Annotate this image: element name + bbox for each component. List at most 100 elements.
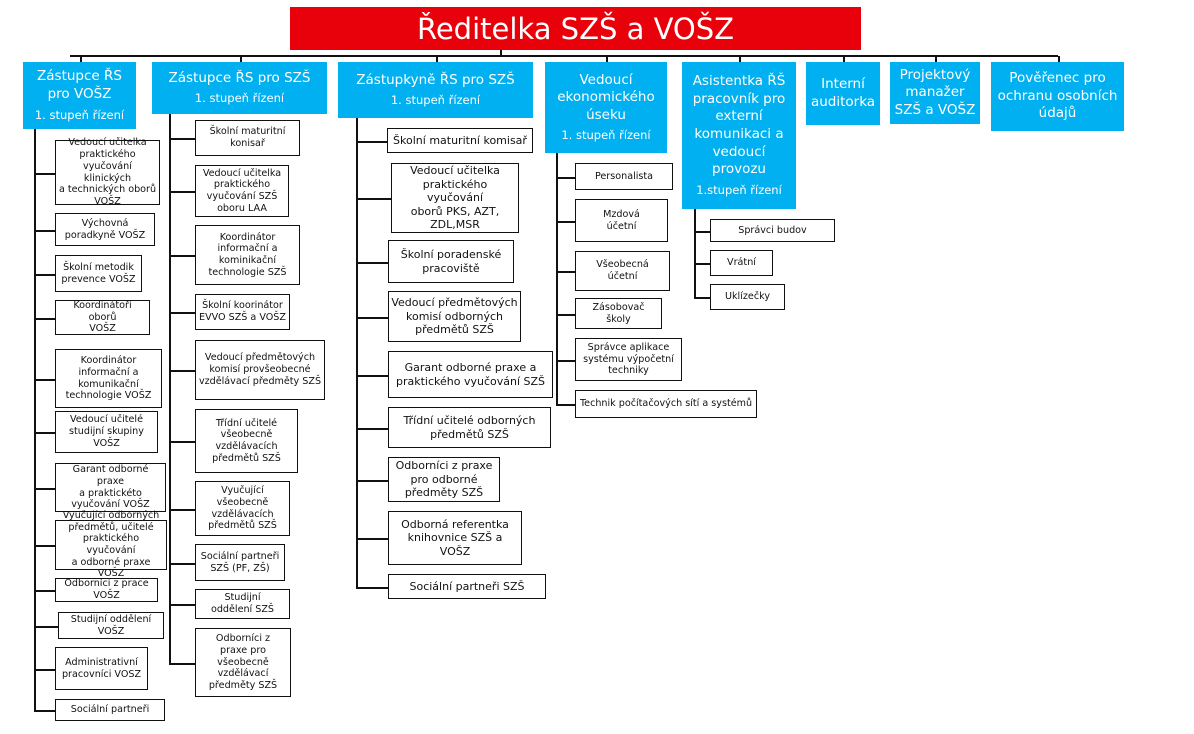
head-title: Asistentka ŘŠ pracovník pro externí komu… [692, 73, 786, 178]
connector-line [556, 404, 575, 406]
position-box: Zásobovač školy [575, 298, 662, 329]
position-box: Školní metodik prevence VOŠZ [55, 255, 142, 292]
connector-line [556, 271, 575, 273]
connector-line [356, 118, 358, 588]
connector-line [34, 432, 55, 434]
position-box: Vyučující odborných předmětů, učitelé pr… [55, 510, 167, 579]
connector-line [843, 56, 845, 62]
connector-line [356, 317, 388, 319]
director-box: Ředitelka SZŠ a VOŠZ [290, 7, 861, 50]
position-box: Personalista [575, 163, 673, 190]
connector-line [169, 114, 171, 664]
position-box: Správci budov [710, 219, 835, 242]
head-title: Vedoucí ekonomického úseku [557, 71, 655, 123]
position-box: Vedoucí učitelka praktického vyučování k… [55, 137, 160, 207]
connector-line [34, 710, 55, 712]
head-box-5: Interní auditorka [806, 62, 880, 125]
head-box-7: Pověřenec pro ochranu osobních údajů [991, 62, 1124, 131]
position-box: Technik počítačových sítí a systémů [575, 390, 757, 418]
connector-line [556, 153, 558, 405]
connector-line [169, 563, 195, 565]
position-box: Studijní oddělení VOŠZ [58, 612, 164, 639]
position-box: Všeobecná účetní [575, 251, 670, 291]
position-box: Vedoucí učitelka praktického vyučování S… [195, 165, 289, 217]
position-box: Vrátní [710, 250, 773, 276]
position-box: Mzdová účetní [575, 199, 668, 242]
connector-line [356, 198, 391, 200]
connector-line [169, 604, 195, 606]
position-box: Odborná referentka knihovnice SZŠ a VOŠZ [388, 511, 522, 565]
connector-line [34, 669, 55, 671]
connector-line [34, 173, 55, 175]
connector-line [34, 318, 55, 320]
connector-line [694, 231, 710, 233]
head-box-4: Asistentka ŘŠ pracovník pro externí komu… [682, 62, 796, 209]
head-title: Pověřenec pro ochranu osobních údajů [997, 70, 1118, 122]
position-box: Odborníci z prace VOŠZ [55, 578, 158, 602]
connector-line [34, 379, 55, 381]
connector-line [169, 509, 195, 511]
connector-line [80, 56, 82, 62]
position-box: Školní maturitní konisař [195, 120, 300, 156]
connector-line [34, 230, 55, 232]
position-box: Administrativní pracovníci VOSZ [55, 647, 148, 690]
position-box: Vyučující všeobecně vzdělávacích předmět… [195, 481, 290, 536]
position-box: Školní maturitní komisař [387, 128, 533, 153]
connector-line [70, 55, 1058, 57]
connector-line [240, 56, 242, 62]
position-box: Odborníci z praxe pro všeobecně vzděláva… [195, 628, 291, 697]
position-box: Sociální partneři [55, 699, 165, 721]
connector-line [556, 221, 575, 223]
connector-line [169, 312, 195, 314]
head-title: Interní auditorka [810, 75, 876, 110]
connector-line [556, 314, 575, 316]
connector-line [356, 538, 388, 540]
position-box: Koordinátor informační a kominikační tec… [195, 225, 300, 285]
connector-line [34, 590, 55, 592]
position-box: Koordinátor informační a komunikační tec… [55, 349, 162, 408]
connector-line [356, 141, 387, 143]
connector-line [356, 480, 388, 482]
connector-line [739, 56, 741, 62]
connector-line [356, 587, 388, 589]
head-title: Zástupce ŘS pro VOŠZ [37, 68, 122, 103]
connector-line [694, 209, 696, 298]
connector-line [34, 545, 55, 547]
head-level: 1. stupeň řízení [390, 93, 481, 108]
position-box: Uklízečky [710, 284, 785, 310]
connector-line [169, 370, 195, 372]
position-box: Třídní učitelé odborných předmětů SZŠ [388, 407, 551, 448]
head-box-6: Projektový manažer SZŠ a VOŠZ [890, 62, 980, 124]
head-title: Zástupkyně ŘS pro SZŠ [356, 71, 515, 88]
connector-line [606, 56, 608, 62]
connector-line [500, 50, 502, 56]
position-box: Koordinátoři oborů VOŠZ [55, 300, 150, 335]
connector-line [694, 297, 710, 299]
head-title: Projektový manažer SZŠ a VOŠZ [894, 66, 976, 118]
connector-line [169, 191, 195, 193]
position-box: Školní koorinátor EVVO SZŠ a VOŠZ [195, 294, 290, 330]
position-box: Vedoucí učitelka praktického vyučování o… [391, 163, 519, 233]
connector-line [694, 263, 710, 265]
position-box: Vedoucí předmětových komisí provšeobecné… [195, 340, 325, 400]
connector-line [935, 56, 937, 62]
position-box: Školní poradenské pracoviště [388, 240, 514, 283]
connector-line [34, 274, 55, 276]
connector-line [556, 177, 575, 179]
connector-line [169, 441, 195, 443]
position-box: Studijní oddělení SZŠ [195, 589, 290, 619]
position-box: Garant odborné praxe a praktickéto vyučo… [55, 463, 166, 512]
position-box: Odborníci z praxe pro odborné předměty S… [388, 457, 500, 502]
connector-line [169, 138, 195, 140]
head-level: 1.stupeň řízení [696, 182, 782, 197]
connector-line [356, 428, 388, 430]
position-box: Vedoucí učitelé studijní skupiny VOŠZ [55, 411, 158, 453]
head-level: 1. stupeň řízení [561, 128, 651, 143]
head-box-2: Zástupkyně ŘS pro SZŠ 1. stupeň řízení [338, 62, 533, 118]
position-box: Správce aplikace systému výpočetní techn… [575, 338, 682, 381]
connector-line [169, 255, 195, 257]
head-title: Zástupce ŘS pro SZŠ [168, 69, 311, 86]
connector-line [1058, 56, 1060, 62]
